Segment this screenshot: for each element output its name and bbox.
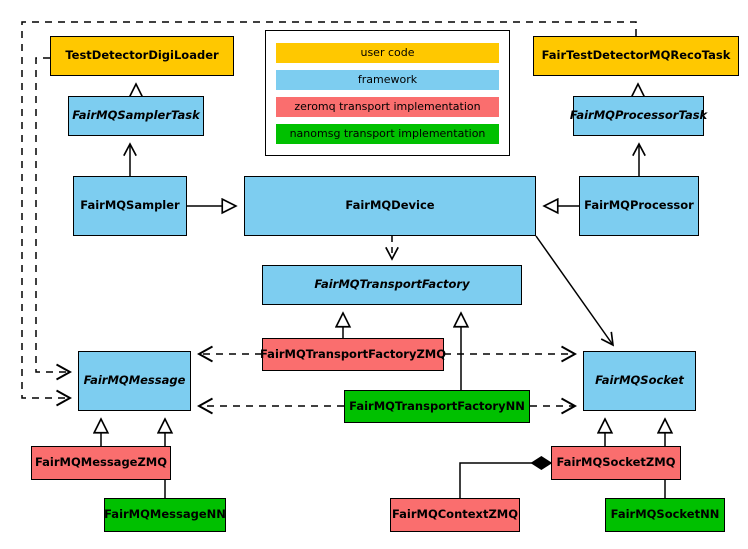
class-node-label: FairMQSampler: [80, 198, 180, 213]
edge-contextzmq-composition-socketzmq: [459, 455, 553, 498]
class-node-fairmqtransportfactory[interactable]: FairMQTransportFactory: [262, 265, 522, 305]
legend-item-user-code: user code: [276, 42, 499, 63]
legend-panel: user code framework zeromq transport imp…: [265, 30, 510, 156]
class-node-fairmqmessage[interactable]: FairMQMessage: [78, 351, 191, 411]
class-node-fairmqprocessortask[interactable]: FairMQProcessorTask: [569, 96, 708, 136]
class-node-label: FairMQSocketZMQ: [556, 455, 676, 470]
edge-device-uses-socket: [535, 235, 615, 347]
class-node-fairmqcontextzmq[interactable]: FairMQContextZMQ: [390, 498, 520, 532]
legend-label-zeromq: zeromq transport implementation: [294, 100, 481, 113]
class-node-fairmqdevice[interactable]: FairMQDevice: [244, 176, 536, 236]
class-node-label: FairMQProcessorTask: [569, 108, 708, 123]
class-node-fairmqsocketnn[interactable]: FairMQSocketNN: [605, 498, 725, 532]
class-node-label: FairMQDevice: [345, 198, 435, 213]
class-node-fairmqtransportfactoryzmq[interactable]: FairMQTransportFactoryZMQ: [260, 338, 447, 371]
class-node-fairmqsamplertask[interactable]: FairMQSamplerTask: [68, 96, 204, 136]
legend-label-nanomsg: nanomsg transport implementation: [289, 127, 486, 140]
class-node-fairmqsampler[interactable]: FairMQSampler: [73, 176, 187, 236]
class-node-label: FairMQMessage: [83, 373, 186, 388]
class-node-label: FairMQContextZMQ: [391, 507, 519, 522]
class-node-label: FairMQSocket: [595, 373, 684, 388]
class-node-fairmqmessagenn[interactable]: FairMQMessageNN: [104, 498, 226, 532]
legend-item-nanomsg: nanomsg transport implementation: [276, 123, 499, 144]
class-node-label: FairMQTransportFactoryNN: [349, 398, 525, 413]
edge-digiloader-to-message: [35, 57, 73, 381]
legend-label-framework: framework: [357, 73, 418, 86]
class-node-label: FairTestDetectorMQRecoTask: [541, 48, 731, 63]
class-node-label: FairMQSocketNN: [610, 507, 720, 522]
class-node-label: FairMQMessageZMQ: [34, 455, 168, 470]
class-node-label: TestDetectorDigiLoader: [65, 48, 219, 63]
class-node-label: FairMQSamplerTask: [72, 108, 200, 123]
class-node-label: FairMQTransportFactory: [314, 277, 470, 292]
class-node-fairmqmessagezmq[interactable]: FairMQMessageZMQ: [31, 446, 171, 480]
class-node-fairmqsocketzmq[interactable]: FairMQSocketZMQ: [551, 446, 681, 480]
class-node-fairtestdetectormqrecotask[interactable]: FairTestDetectorMQRecoTask: [533, 36, 739, 76]
class-node-fairmqprocessor[interactable]: FairMQProcessor: [579, 176, 699, 236]
class-node-label: FairMQTransportFactoryZMQ: [260, 346, 447, 361]
legend-label-user-code: user code: [360, 46, 415, 59]
class-node-label: FairMQMessageNN: [104, 507, 226, 522]
class-node-fairmqtransportfactorynn[interactable]: FairMQTransportFactoryNN: [344, 390, 530, 423]
class-node-fairmqsocket[interactable]: FairMQSocket: [583, 351, 696, 411]
legend-item-zeromq: zeromq transport implementation: [276, 96, 499, 117]
legend-item-framework: framework: [276, 69, 499, 90]
class-node-testdetectordigiloader[interactable]: TestDetectorDigiLoader: [50, 36, 234, 76]
class-node-label: FairMQProcessor: [584, 198, 694, 213]
